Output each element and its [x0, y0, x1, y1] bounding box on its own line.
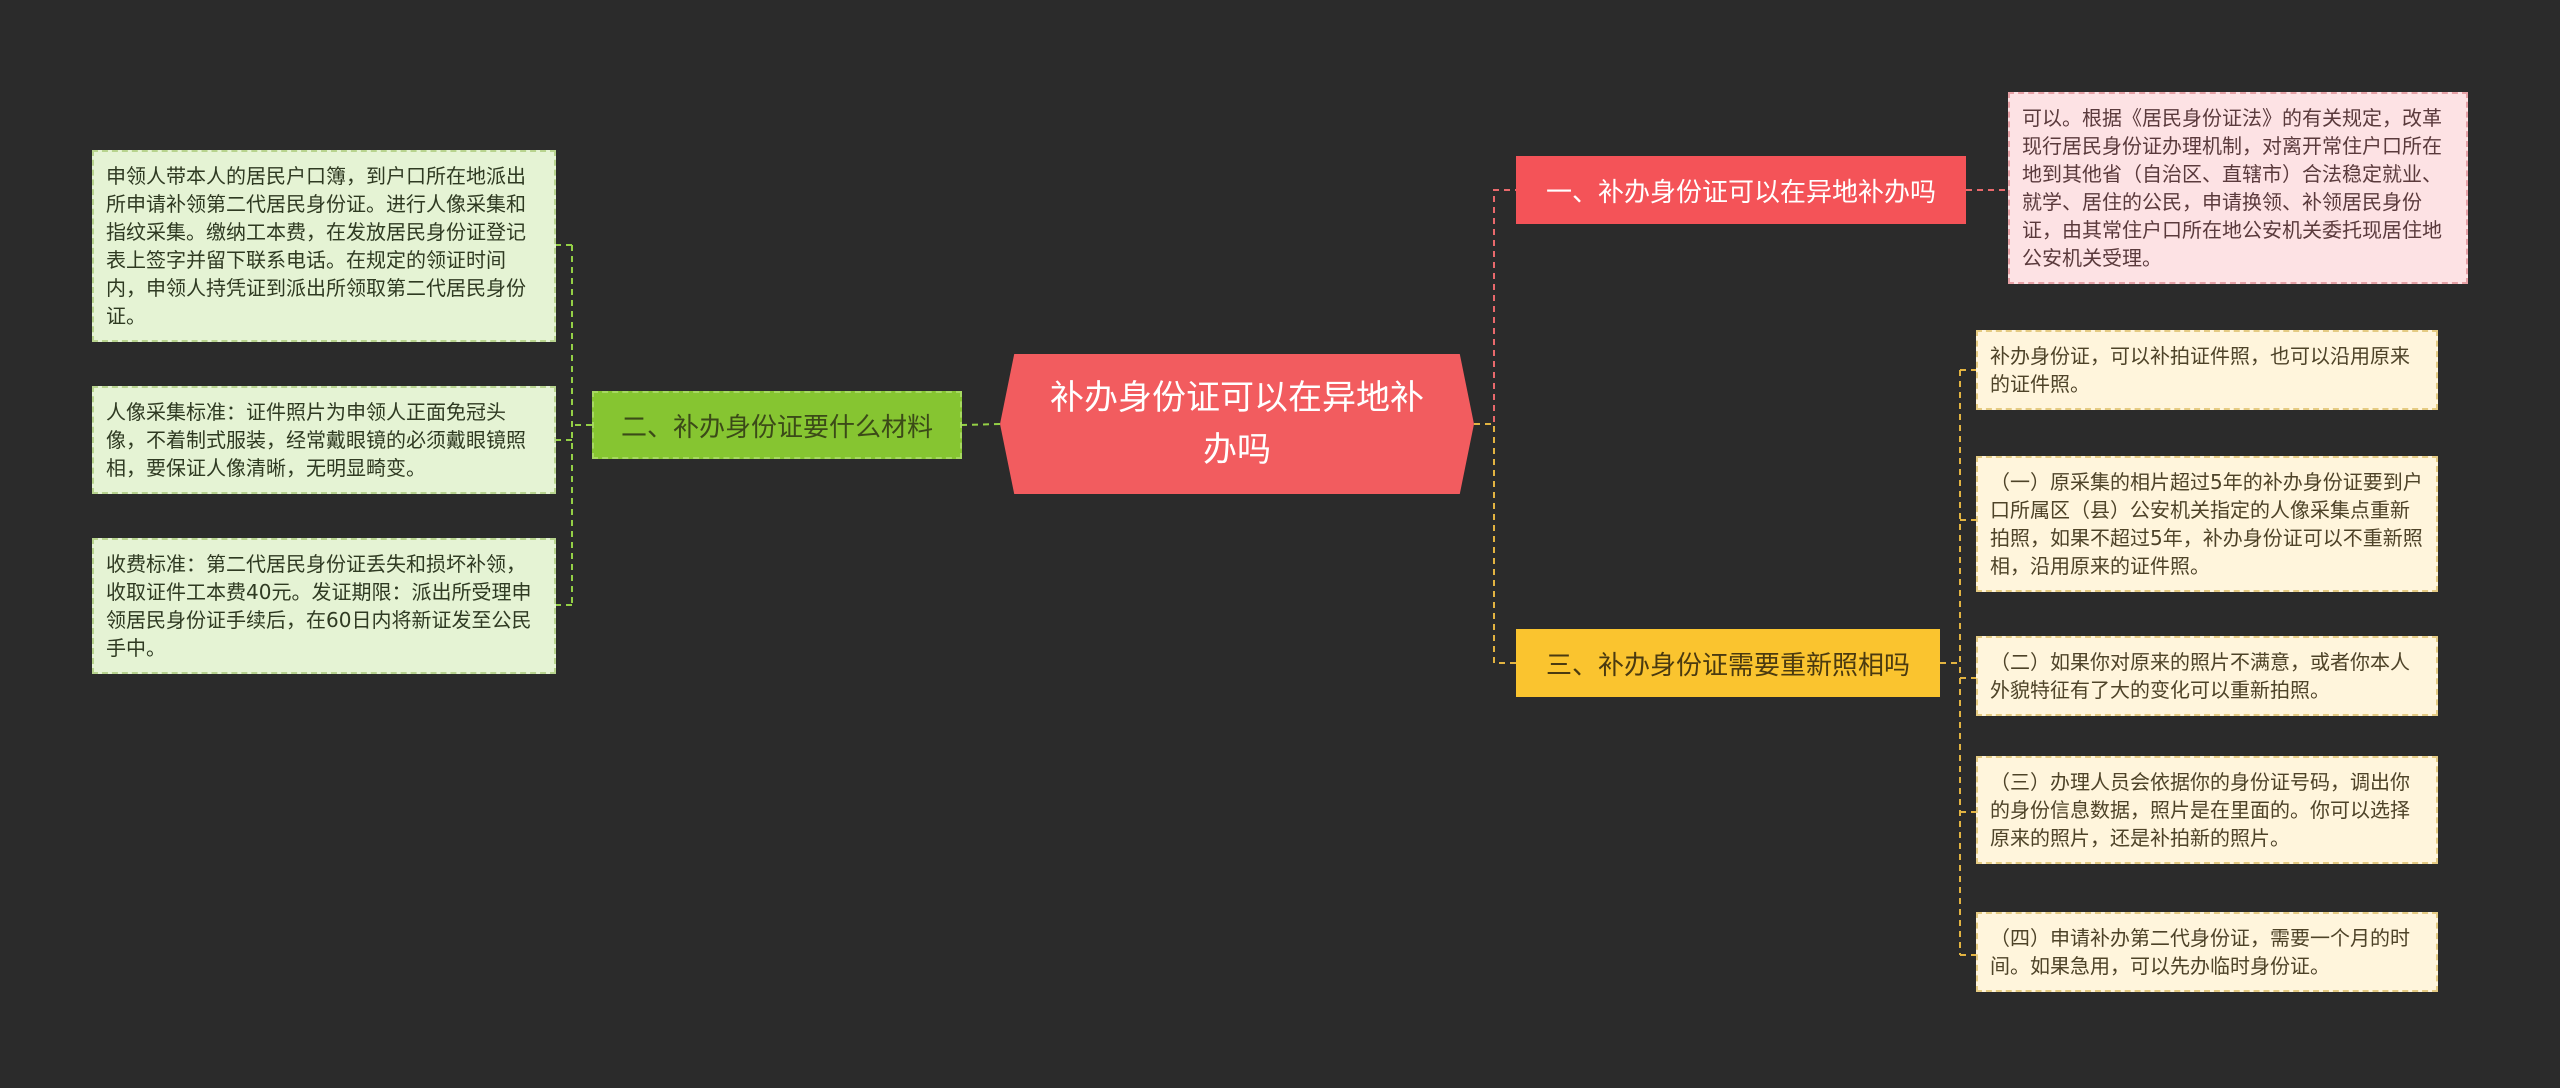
- link-center-to-branch2: [961, 423, 1001, 426]
- leaf-application-process[interactable]: 申领人带本人的居民户口簿，到户口所在地派出所申请补领第二代居民身份证。进行人像采…: [92, 150, 556, 342]
- leaf-retake-rule-1[interactable]: （一）原采集的相片超过5年的补办身份证要到户口所属区（县）公安机关指定的人像采集…: [1976, 456, 2438, 592]
- link-branch2-to-leaves: [556, 244, 592, 606]
- leaf-text: （三）办理人员会依据你的身份证号码，调出你的身份信息数据，照片是在里面的。你可以…: [1990, 770, 2410, 850]
- leaf-text: 申领人带本人的居民户口簿，到户口所在地派出所申请补领第二代居民身份证。进行人像采…: [106, 164, 526, 328]
- branch-remote-replacement[interactable]: 一、补办身份证可以在异地补办吗: [1516, 156, 1966, 224]
- branch-label: 二、补办身份证要什么材料: [620, 412, 933, 443]
- leaf-retake-rule-3[interactable]: （三）办理人员会依据你的身份证号码，调出你的身份信息数据，照片是在里面的。你可以…: [1976, 756, 2438, 864]
- leaf-retake-summary[interactable]: 补办身份证，可以补拍证件照，也可以沿用原来的证件照。: [1976, 330, 2438, 410]
- branch-required-materials[interactable]: 二、补办身份证要什么材料: [592, 391, 962, 459]
- leaf-photo-standard[interactable]: 人像采集标准：证件照片为申领人正面免冠头像，不着制式服装，经常戴眼镜的必须戴眼镜…: [92, 386, 556, 494]
- central-topic-label: 补办身份证可以在异地补办吗: [1050, 378, 1424, 470]
- link-branch3-to-leaves: [1940, 369, 1976, 956]
- branch-retake-photo[interactable]: 三、补办身份证需要重新照相吗: [1516, 629, 1940, 697]
- link-center-to-branch3: [1474, 423, 1516, 664]
- leaf-text: （二）如果你对原来的照片不满意，或者你本人外貌特征有了大的变化可以重新拍照。: [1990, 650, 2410, 702]
- leaf-text: 可以。根据《居民身份证法》的有关规定，改革现行居民身份证办理机制，对离开常住户口…: [2022, 106, 2442, 270]
- branch-label: 三、补办身份证需要重新照相吗: [1545, 650, 1910, 681]
- leaf-text: 收费标准：第二代居民身份证丢失和损坏补领，收取证件工本费40元。发证期限：派出所…: [106, 552, 532, 660]
- leaf-text: （四）申请补办第二代身份证，需要一个月的时间。如果急用，可以先办临时身份证。: [1990, 926, 2410, 978]
- leaf-fee-standard[interactable]: 收费标准：第二代居民身份证丢失和损坏补领，收取证件工本费40元。发证期限：派出所…: [92, 538, 556, 674]
- link-center-to-branch1: [1474, 189, 1516, 425]
- leaf-text: （一）原采集的相片超过5年的补办身份证要到户口所属区（县）公安机关指定的人像采集…: [1990, 470, 2423, 578]
- leaf-retake-rule-4[interactable]: （四）申请补办第二代身份证，需要一个月的时间。如果急用，可以先办临时身份证。: [1976, 912, 2438, 992]
- leaf-retake-rule-2[interactable]: （二）如果你对原来的照片不满意，或者你本人外貌特征有了大的变化可以重新拍照。: [1976, 636, 2438, 716]
- central-topic[interactable]: 补办身份证可以在异地补办吗: [1000, 354, 1474, 494]
- branch-label: 一、补办身份证可以在异地补办吗: [1545, 177, 1936, 208]
- leaf-text: 人像采集标准：证件照片为申领人正面免冠头像，不着制式服装，经常戴眼镜的必须戴眼镜…: [106, 400, 526, 480]
- leaf-text: 补办身份证，可以补拍证件照，也可以沿用原来的证件照。: [1990, 344, 2410, 396]
- leaf-remote-replacement-answer[interactable]: 可以。根据《居民身份证法》的有关规定，改革现行居民身份证办理机制，对离开常住户口…: [2008, 92, 2468, 284]
